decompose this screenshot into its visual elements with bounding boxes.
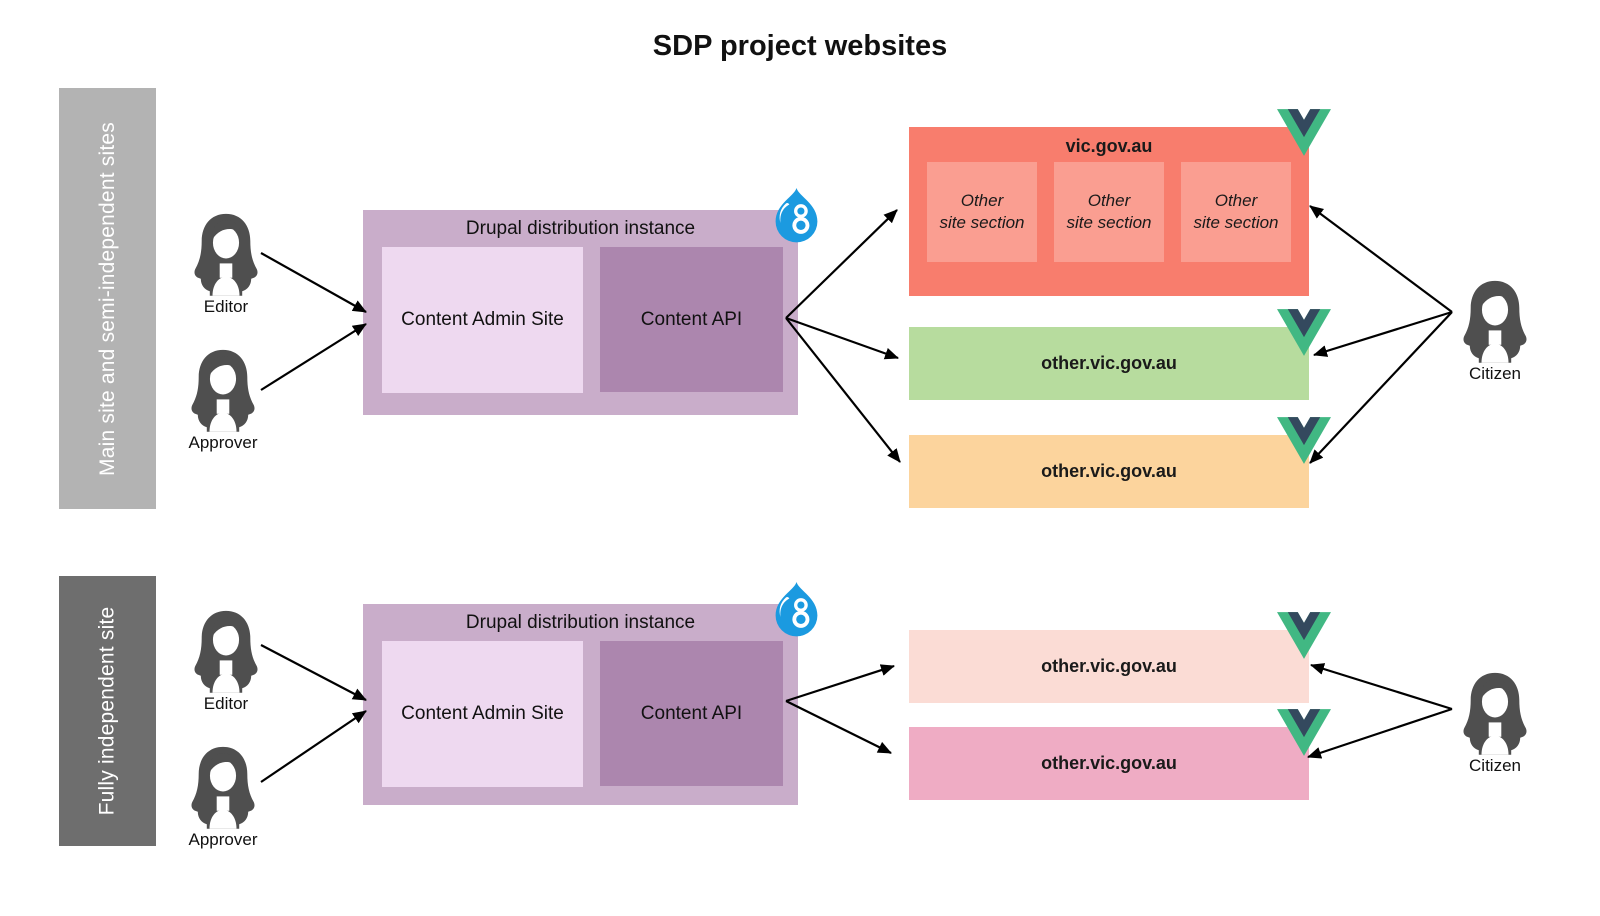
drupal-distribution-title: Drupal distribution instance — [465, 612, 696, 633]
woman-avatar-icon — [187, 744, 259, 829]
other-site-section-line2: site section — [939, 213, 1025, 232]
content-api-box: Content API — [600, 641, 783, 786]
vuejs-logo-icon — [1277, 104, 1331, 161]
woman-avatar-icon — [1459, 278, 1531, 363]
arrow-editor-to-admin-top — [260, 252, 367, 313]
content-admin-site-label: Content Admin Site — [401, 309, 564, 330]
arrow-citizen-to-orange — [1309, 311, 1453, 464]
citizen-label: Citizen — [1469, 364, 1521, 383]
arrow-citizen-to-lightpink — [1310, 663, 1453, 711]
site-other-vic-gov-au-orange: other.vic.gov.au — [909, 435, 1309, 508]
drupal-distribution-box-bottom: Drupal distribution instance Content Adm… — [363, 604, 798, 805]
site-other-vic-gov-au-pink: other.vic.gov.au — [909, 727, 1309, 800]
site-label: other.vic.gov.au — [1041, 656, 1177, 676]
arrow-citizen-to-vic — [1309, 205, 1453, 313]
other-site-section-3: Other site section — [1181, 162, 1291, 262]
content-api-box: Content API — [600, 247, 783, 392]
approver-persona-top: Approver — [178, 347, 268, 453]
other-site-section-line2: site section — [1066, 213, 1152, 232]
vuejs-logo-icon — [1277, 304, 1331, 361]
arrow-editor-to-admin-bottom — [260, 644, 367, 701]
woman-avatar-icon — [1459, 670, 1531, 755]
arrow-approver-to-admin-bottom — [260, 710, 367, 783]
band-fully-independent: Fully independent site — [59, 576, 156, 846]
other-site-section-1: Other site section — [927, 162, 1037, 262]
vuejs-logo-icon — [1277, 607, 1331, 664]
other-site-section-line2: site section — [1193, 213, 1279, 232]
site-label: other.vic.gov.au — [1041, 461, 1177, 481]
site-label: other.vic.gov.au — [1041, 353, 1177, 373]
site-other-vic-gov-au-lightpink: other.vic.gov.au — [909, 630, 1309, 703]
band-main-sites: Main site and semi-independent sites — [59, 88, 156, 509]
drupal-distribution-title: Drupal distribution instance — [465, 218, 696, 239]
band-main-sites-label: Main site and semi-independent sites — [95, 121, 119, 476]
approver-persona-bottom: Approver — [178, 744, 268, 850]
drupal-8-logo-icon — [769, 580, 824, 640]
editor-label: Editor — [203, 297, 249, 316]
content-admin-site-box: Content Admin Site — [382, 247, 583, 393]
site-vic-gov-au: vic.gov.au Other site section Other site… — [909, 127, 1309, 296]
drupal-distribution-box-top: Drupal distribution instance Content Adm… — [363, 210, 798, 415]
arrow-citizen-to-green — [1313, 310, 1453, 357]
vuejs-logo-icon — [1277, 412, 1331, 469]
citizen-persona-top: Citizen — [1450, 278, 1540, 384]
content-admin-site-box: Content Admin Site — [382, 641, 583, 787]
arrow-api-to-lightpink — [785, 664, 895, 703]
editor-label: Editor — [203, 694, 249, 713]
band-fully-independent-label: Fully independent site — [95, 606, 119, 816]
site-sections-row: Other site section Other site section Ot… — [927, 162, 1291, 262]
woman-avatar-icon — [190, 211, 262, 296]
other-site-section-line1: Other — [1087, 190, 1131, 210]
citizen-persona-bottom: Citizen — [1450, 670, 1540, 776]
arrow-approver-to-admin-top — [260, 323, 367, 391]
site-other-vic-gov-au-green: other.vic.gov.au — [909, 327, 1309, 400]
woman-avatar-icon — [187, 347, 259, 432]
content-api-label: Content API — [640, 702, 743, 724]
other-site-section-line1: Other — [1214, 190, 1258, 210]
vuejs-logo-icon — [1277, 704, 1331, 761]
editor-persona-bottom: Editor — [181, 608, 271, 714]
editor-persona-top: Editor — [181, 211, 271, 317]
site-vic-gov-au-label: vic.gov.au — [1065, 136, 1153, 156]
content-admin-site-label: Content Admin Site — [401, 703, 564, 724]
site-label: other.vic.gov.au — [1041, 753, 1177, 773]
citizen-label: Citizen — [1469, 756, 1521, 775]
woman-avatar-icon — [190, 608, 262, 693]
content-api-label: Content API — [640, 308, 743, 330]
arrow-api-to-green — [785, 316, 899, 360]
other-site-section-line1: Other — [960, 190, 1004, 210]
page-title: SDP project websites — [652, 30, 948, 62]
other-site-section-2: Other site section — [1054, 162, 1164, 262]
drupal-8-logo-icon — [769, 186, 824, 246]
approver-label: Approver — [188, 830, 258, 849]
arrow-api-to-orange — [785, 317, 901, 463]
approver-label: Approver — [188, 433, 258, 452]
arrow-api-to-pink — [785, 700, 892, 754]
